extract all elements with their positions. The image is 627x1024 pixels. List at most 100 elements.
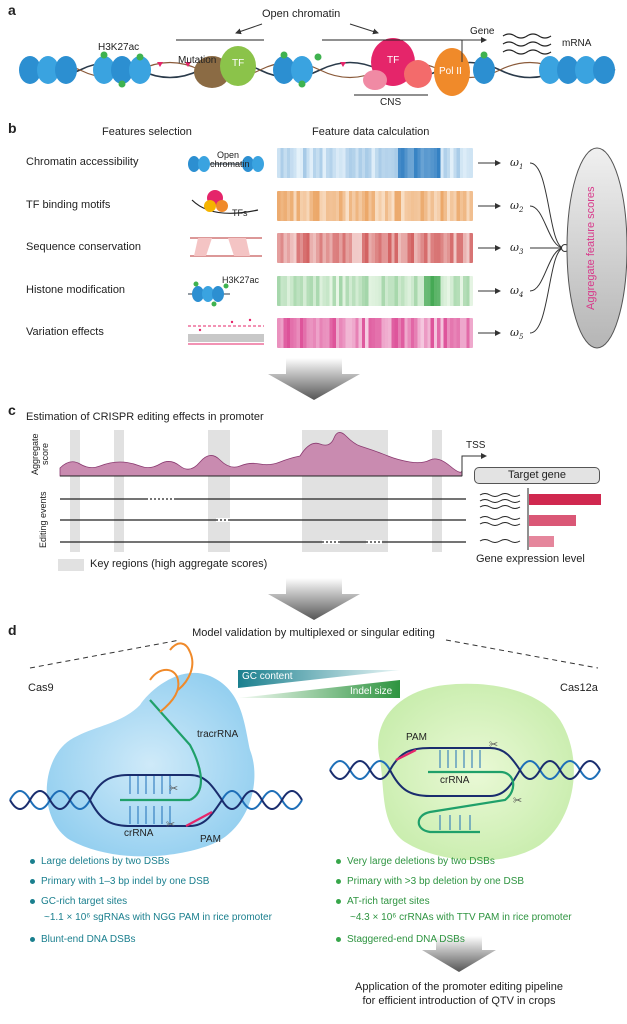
pam-right-label: PAM: [406, 732, 427, 743]
omega-subscript: 5: [518, 333, 524, 342]
feature-label: Chromatin accessibility: [26, 156, 139, 168]
mutation-label: Mutation: [178, 55, 217, 66]
pol2-label: Pol II: [439, 66, 462, 77]
conservation-icon: [190, 237, 262, 257]
feature-bullet: ~4.3 × 10⁶ crRNAs with TTV PAM in rice p…: [350, 912, 572, 923]
feature-heat-bar: [277, 148, 473, 178]
scissors-icon: ✂: [489, 739, 498, 751]
expression-bar: [529, 536, 554, 547]
omega-weight: ω2: [510, 199, 523, 214]
omega-weight: ω5: [510, 326, 523, 341]
histone-icon: [188, 281, 230, 307]
open-chromatin-icon-label: Open chromatin: [210, 150, 250, 169]
bullet-dot-icon: [30, 936, 35, 942]
gene-expression-label: Gene expression level: [476, 553, 585, 565]
panel-a-diagram: [19, 23, 616, 96]
nucleosome-group-right: [473, 51, 615, 84]
feature-label: Sequence conservation: [26, 241, 141, 253]
cns-label: CNS: [380, 97, 402, 108]
panel-c-diagram: [58, 430, 529, 571]
panel-b-diagram: [188, 147, 627, 349]
bullet-dot-icon: [336, 878, 341, 884]
bullet-text: Staggered-end DNA DSBs: [347, 934, 465, 945]
pam-left-label: PAM: [200, 834, 221, 845]
target-gene-box: Target gene: [474, 467, 600, 484]
bullet-text: Primary with >3 bp deletion by one DSB: [347, 876, 525, 887]
editing-events-axis-label: Editing events: [38, 491, 48, 548]
cas12a-label: Cas12a: [560, 682, 598, 694]
bullet-dot-icon: [30, 878, 35, 884]
pol2-blob: [434, 48, 470, 96]
application-line-2: for efficient introduction of QTV in cro…: [362, 995, 556, 1007]
application-line-1: Application of the promoter editing pipe…: [355, 981, 563, 993]
bullet-text: Primary with 1–3 bp indel by one DSB: [41, 876, 210, 887]
feature-bullet: ~1.1 × 10⁶ sgRNAs with NGG PAM in rice p…: [44, 912, 272, 923]
bullet-text: Large deletions by two DSBs: [41, 856, 170, 867]
expression-bar: [529, 515, 576, 526]
feature-label: TF binding motifs: [26, 199, 111, 211]
nucleosome-group-middle: [273, 51, 322, 88]
tss-label: TSS: [466, 440, 486, 451]
omega-weight: ω4: [510, 284, 523, 299]
cas9-label: Cas9: [28, 682, 54, 694]
variation-icon: [188, 318, 264, 345]
panel-label-a: a: [8, 2, 16, 18]
open-chromatin-icon: [188, 156, 264, 172]
flow-arrow-3: [422, 936, 496, 972]
gc-content-label: GC content: [242, 671, 293, 682]
tf-left-blob: [220, 46, 256, 86]
aggregate-score-area: [59, 432, 463, 477]
feature-heat-bar: [277, 276, 473, 306]
bullet-text: ~1.1 × 10⁶ sgRNAs with NGG PAM in rice p…: [44, 912, 272, 923]
omega-subscript: 4: [518, 291, 524, 300]
h3k27ac-label: H3K27ac: [98, 42, 140, 53]
aggregate-feature-scores-label: Aggregate feature scores: [585, 186, 597, 310]
omega-subscript: 3: [518, 248, 524, 257]
panel-c-title: Estimation of CRISPR editing effects in …: [26, 411, 264, 423]
mrna-label: mRNA: [562, 38, 592, 49]
omega-weight: ω3: [510, 241, 523, 256]
omega-subscript: 2: [518, 206, 524, 215]
omega-symbol: ω: [510, 326, 519, 339]
omega-symbol: ω: [510, 156, 519, 169]
scissors-icon: ✂: [513, 795, 522, 807]
omega-symbol: ω: [510, 241, 519, 254]
nucleosome-group-left: [19, 51, 151, 88]
tf-motif-icon: [191, 190, 259, 214]
indel-size-wedge: [238, 680, 400, 698]
indel-size-label: Indel size: [350, 686, 393, 697]
omega-weight: ω1: [510, 156, 523, 171]
crrna-left-label: crRNA: [124, 828, 154, 839]
tf-right-label: TF: [387, 55, 400, 66]
bullet-text: Blunt-end DNA DSBs: [41, 934, 136, 945]
panel-label-c: c: [8, 402, 16, 418]
flow-arrow-1: [268, 358, 360, 400]
bullet-dot-icon: [336, 858, 341, 864]
open-chromatin-label: Open chromatin: [262, 8, 341, 20]
cas9-protein: [46, 672, 255, 857]
flow-arrow-2: [268, 578, 360, 620]
feature-bullet: Blunt-end DNA DSBs: [30, 934, 136, 945]
panel-label-d: d: [8, 622, 17, 638]
omega-symbol: ω: [510, 284, 519, 297]
omega-symbol: ω: [510, 199, 519, 212]
feature-calc-header: Feature data calculation: [312, 126, 430, 138]
bullet-dot-icon: [336, 936, 341, 942]
tf-left-label: TF: [232, 58, 245, 69]
crrna-right-label: crRNA: [440, 775, 470, 786]
feature-bullet: AT-rich target sites: [336, 896, 430, 907]
h3k27ac-icon-label: H3K27ac: [222, 275, 260, 285]
feature-label: Variation effects: [26, 326, 104, 338]
expression-bar: [529, 494, 601, 505]
feature-heat-bar: [277, 233, 473, 263]
gc-content-wedge: [238, 670, 400, 688]
bullet-dot-icon: [30, 858, 35, 864]
key-regions-legend: Key regions (high aggregate scores): [90, 558, 268, 570]
scissors-icon: ✂: [166, 819, 175, 831]
application-text: Application of the promoter editing pipe…: [300, 980, 618, 1008]
bullet-text: ~4.3 × 10⁶ crRNAs with TTV PAM in rice p…: [350, 912, 572, 923]
tfs-icon-label: TFs: [232, 208, 248, 218]
panel-label-b: b: [8, 120, 17, 136]
aggregate-ellipse: [566, 147, 627, 349]
panel-d-diagram: ✂ ✂ ✂ ✂: [9, 639, 601, 861]
